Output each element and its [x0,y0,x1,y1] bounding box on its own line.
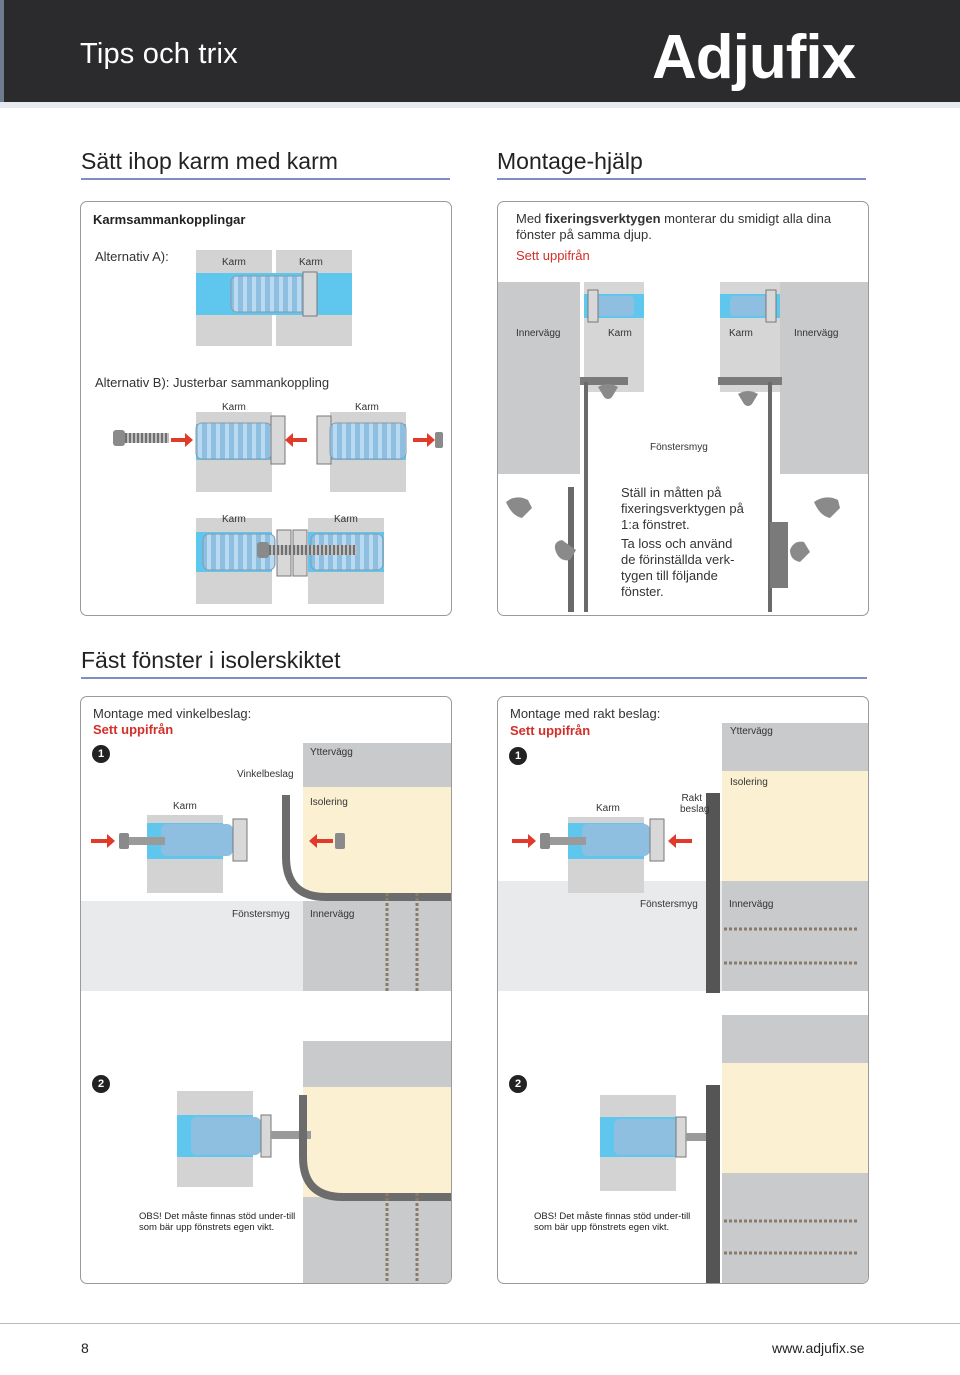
section-rule [81,178,450,180]
montage-instruction-2: Ta loss och använd de förinställda verk-… [621,536,735,599]
header-underline [0,102,960,108]
innervagg-label: Innervägg [516,328,561,339]
vinkel-heading: Montage med vinkelbeslag: [93,706,252,721]
section-title-fast-fonster: Fäst fönster i isolerskiktet [81,647,341,673]
panel-montage: Med fixeringsverktygen monterar du smidi… [497,201,869,616]
step-badge-2: 2 [509,1075,527,1093]
step-badge-1: 1 [92,745,110,763]
karm-label: Karm [299,257,323,268]
innervagg-label: Innervägg [729,899,774,910]
section-title-montage: Montage-hjälp [497,148,643,174]
page-number: 8 [81,1340,89,1356]
fonstersmyg-label: Fönstersmyg [650,442,708,453]
step-badge-2: 2 [92,1075,110,1093]
vinkel-obs-note: OBS! Det måste finnas stöd under-till so… [139,1211,296,1233]
karm-label: Karm [608,328,632,339]
karm-illustration [113,250,443,604]
brand-logo: Adjufix [652,23,856,92]
montage-instruction-1: Ställ in måtten på fixeringsverktygen på… [621,485,744,532]
montage-intro: Med fixeringsverktygen monterar du smidi… [516,211,832,242]
karm-label: Karm [222,257,246,268]
step-badge-1: 1 [509,747,527,765]
karm-label: Karm [173,801,197,812]
panel-rakt-beslag: Montage med rakt beslag: Sett uppifrån Y… [497,696,869,1284]
footer-rule [0,1323,960,1324]
innervagg-label: Innervägg [794,328,839,339]
karm-label: Karm [222,402,246,413]
vinkel-sett-uppifran: Sett uppifrån [93,722,174,737]
rakt-obs-note: OBS! Det måste finnas stöd under-till so… [534,1211,691,1233]
karm-label: Karm [355,402,379,413]
rakt-beslag-illustration [498,723,868,1283]
innervagg-label: Innervägg [310,909,355,920]
vinkelbeslag-label: Vinkelbeslag [237,769,294,780]
karm-label: Karm [334,514,358,525]
karm-label: Karm [222,514,246,525]
karm-label: Karm [729,328,753,339]
fonstersmyg-label: Fönstersmyg [232,909,290,920]
montage-sett-uppifran: Sett uppifrån [516,248,590,263]
alt-a-label: Alternativ A): [95,249,169,264]
vinkelbeslag-illustration [81,743,451,1283]
section-rule [497,178,866,180]
rakt-sett-uppifran: Sett uppifrån [510,723,591,738]
montage-illustration [498,282,868,612]
karm-heading: Karmsammankopplingar [93,212,246,227]
footer-url[interactable]: www.adjufix.se [772,1340,865,1356]
alt-b-label: Alternativ B): Justerbar sammankoppling [95,375,330,390]
header-title: Tips och trix [80,38,238,70]
isolering-label: Isolering [310,797,348,808]
yttervagg-label: Yttervägg [310,747,353,758]
page-header [0,0,960,102]
rakt-heading: Montage med rakt beslag: [510,706,661,721]
section-rule [81,677,867,679]
panel-vinkelbeslag: Montage med vinkelbeslag: Sett uppifrån … [80,696,452,1284]
karm-label: Karm [596,803,620,814]
yttervagg-label: Yttervägg [730,726,773,737]
isolering-label: Isolering [730,777,768,788]
fonstersmyg-label: Fönstersmyg [640,899,698,910]
section-title-karm: Sätt ihop karm med karm [81,148,338,174]
panel-karm: Karmsammankopplingar Alternativ A): Karm… [80,201,452,616]
